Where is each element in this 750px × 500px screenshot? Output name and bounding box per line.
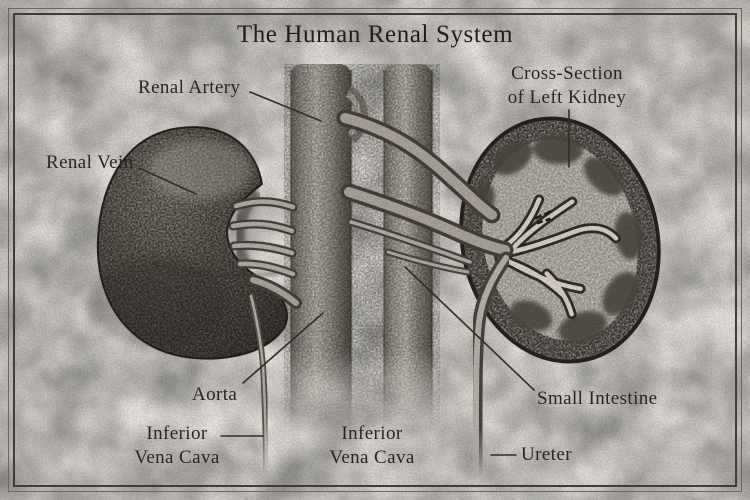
label-inferior-vena-cava-center: Inferior Vena Cava (329, 422, 414, 470)
label-cross-section-line2: of Left Kidney (507, 87, 627, 108)
label-ivc-center-line2: Vena Cava (329, 447, 415, 468)
label-inferior-vena-cava-left: Inferior Vena Cava (134, 422, 219, 470)
renal-artery-leader (249, 91, 322, 122)
label-cross-section: Cross-Section of Left Kidney (508, 62, 627, 110)
renal-vein-leader (138, 167, 197, 195)
aorta-leader (242, 312, 324, 384)
poster-title: The Human Renal System (236, 21, 514, 48)
leader-lines (138, 91, 570, 456)
label-aorta: Aorta (192, 384, 238, 405)
label-renal-artery: Renal Artery (138, 77, 241, 98)
label-ureter: Ureter (521, 444, 572, 465)
label-ivc-center-line1: Inferior (341, 423, 403, 444)
label-renal-vein: Renal Vein (46, 152, 134, 173)
label-cross-section-line1: Cross-Section (511, 63, 623, 84)
label-small-intestine: Small Intestine (537, 388, 658, 409)
label-ivc-left-line1: Inferior (146, 423, 208, 444)
small-intestine-leader (404, 266, 535, 391)
label-ivc-left-line2: Vena Cava (134, 447, 220, 468)
